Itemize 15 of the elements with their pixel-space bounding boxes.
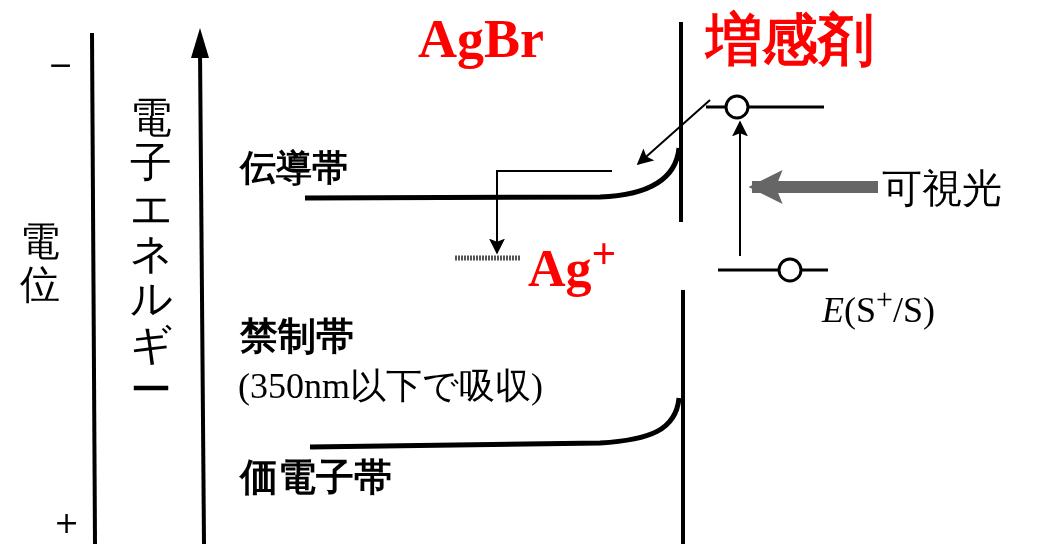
axis-label: 電位 (20, 220, 60, 307)
axis-label: 電子エネルギー (130, 95, 172, 413)
sign-text: + (54, 508, 80, 538)
band-label: 禁制帯 (240, 317, 354, 355)
arrow (489, 170, 613, 255)
sign-text: − (48, 50, 74, 80)
band-label: 価電子帯 (240, 458, 392, 496)
note-text: (350nm以下で吸収) (238, 368, 543, 404)
band-label: 伝導帯 (240, 150, 348, 186)
ion-label: Ag$^{+}$ (528, 232, 617, 296)
arrow (732, 120, 748, 257)
light-label: 可視光 (882, 168, 1027, 212)
potential-label: E(S$^{+}$/S) (822, 284, 935, 328)
arrow (748, 170, 878, 204)
arrow (636, 99, 711, 166)
